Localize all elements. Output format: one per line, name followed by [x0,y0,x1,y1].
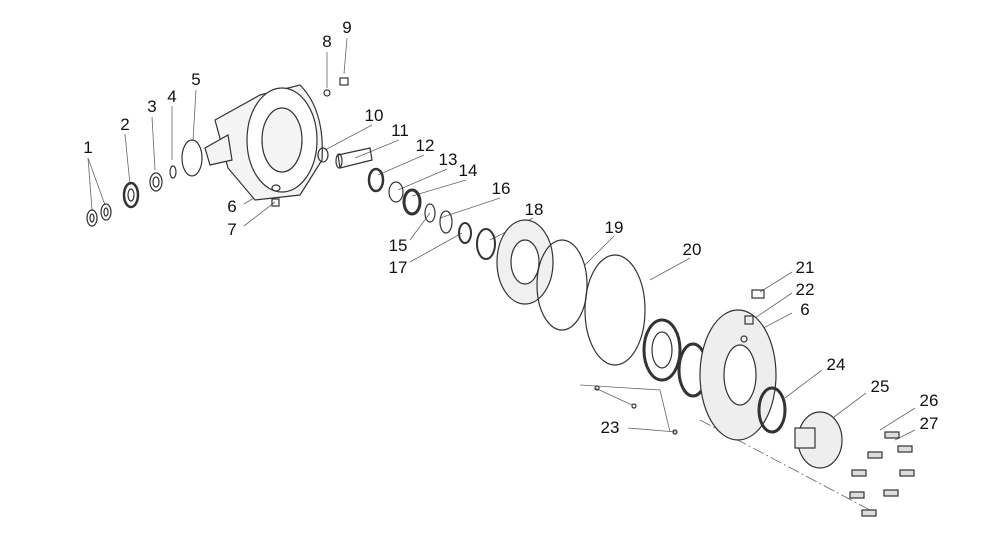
part-25-hub [794,411,843,469]
callout-13: 13 [438,150,458,169]
part-9 [339,77,349,86]
part-15 [424,203,436,223]
callout-6: 6 [227,197,237,216]
callout-20: 20 [682,240,702,259]
callout-7: 7 [227,220,237,239]
part-housing [204,84,323,201]
part-5-oring [181,139,203,177]
part-4-circlip [169,165,177,179]
callout-6-second: 6 [800,300,810,319]
part-bearing-large [642,318,682,382]
callout-17: 17 [388,258,408,277]
callout-14: 14 [458,161,478,180]
part-3-ring [149,172,163,192]
callout-1: 1 [83,138,93,157]
part-24 [757,386,787,434]
callout-21: 21 [795,258,815,277]
part-7 [271,198,280,207]
part-6a [271,184,281,192]
part-6b [740,335,748,343]
callout-25: 25 [870,377,890,396]
callout-4: 4 [167,87,177,106]
callout-10: 10 [364,106,384,125]
callout-24: 24 [826,355,846,374]
part-22 [744,315,754,325]
callout-15: 15 [388,236,408,255]
part-11-shaft [335,147,373,169]
callout-5: 5 [191,70,201,89]
callout-8: 8 [322,32,332,51]
part-gear [496,219,554,305]
part-23-dots [594,385,678,435]
part-10 [317,147,329,163]
callout-16: 16 [491,179,511,198]
part-17 [458,222,472,244]
callout-19: 19 [604,218,624,237]
callout-12: 12 [415,136,435,155]
part-8 [323,89,331,97]
part-13 [388,181,404,203]
part-14 [402,188,422,216]
part-19-oring [536,239,588,331]
part-1-nuts [86,203,112,227]
callout-18: 18 [524,200,544,219]
part-cover [699,309,777,441]
callout-3: 3 [147,97,157,116]
part-21 [751,289,765,299]
callout-23: 23 [600,418,620,437]
part-26-27-bolts [849,431,915,517]
part-12 [367,167,385,193]
part-16 [439,210,453,234]
callout-2: 2 [120,115,130,134]
callout-27: 27 [919,414,939,433]
callout-9: 9 [342,18,352,37]
part-2-bearing [122,181,140,209]
callout-26: 26 [919,391,939,410]
callout-22: 22 [795,280,815,299]
callout-11: 11 [391,121,409,140]
part-20-gasket [584,254,646,366]
part-18 [476,228,496,260]
